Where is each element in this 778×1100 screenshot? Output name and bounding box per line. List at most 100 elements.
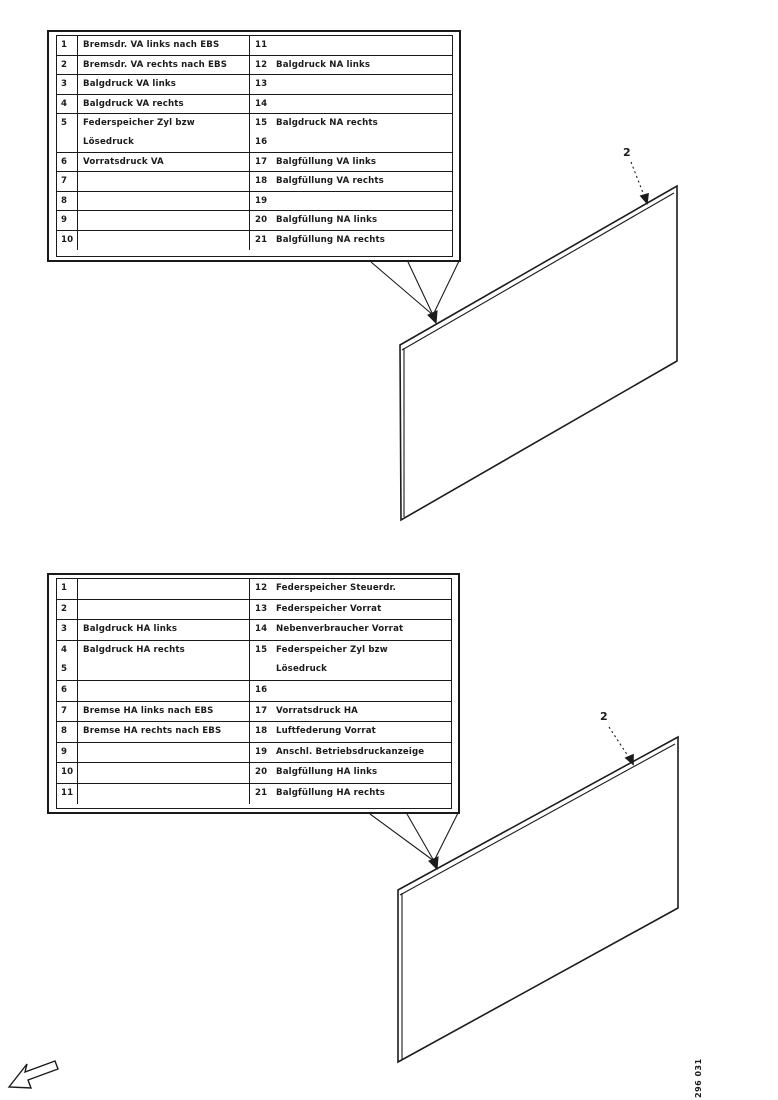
row-number: 15 xyxy=(255,118,268,129)
figure-code: 296 031 xyxy=(694,1058,703,1098)
row-number-cell: 7 xyxy=(57,172,78,191)
left-description-cell: Bremsdr. VA rechts nach EBS xyxy=(78,55,250,75)
row-number: 21 xyxy=(255,234,268,245)
table-row: 9 20 Balgfüllung NA links xyxy=(57,211,452,231)
row-number-cell: 1 xyxy=(57,579,78,599)
left-description-cell: Balgdruck HA rechts xyxy=(78,640,250,680)
description-text: Balgfüllung NA links xyxy=(276,215,378,226)
right-description-cell: 20 Balgfüllung NA links xyxy=(250,211,452,230)
description-text xyxy=(83,579,249,599)
callout-arrowhead-rear xyxy=(626,755,633,764)
row-number: 6 xyxy=(61,156,68,167)
description-text: Lösedruck xyxy=(276,664,327,675)
description-text: Balgdruck VA rechts xyxy=(83,98,184,109)
row-number: 4 xyxy=(61,644,68,655)
left-description-cell xyxy=(78,763,250,783)
row-number: 12 xyxy=(255,59,268,70)
row-number: 20 xyxy=(255,215,268,226)
left-description-cell: Bremsdr. VA links nach EBS xyxy=(78,36,250,55)
description-text xyxy=(276,192,452,211)
travel-direction-arrow-icon xyxy=(9,1061,58,1088)
description-text: Federspeicher Steuerdr. xyxy=(276,583,397,593)
left-description-cell xyxy=(78,599,250,620)
left-description-cell: Bremse HA links nach EBS xyxy=(78,701,250,722)
row-number-cell: 9 xyxy=(57,742,78,763)
right-entry: 19 xyxy=(250,192,452,211)
left-description-cell: Bremse HA rechts nach EBS xyxy=(78,722,250,742)
panel-callout-label-front: 2 xyxy=(623,146,631,159)
description-text: Anschl. Betriebsdruckanzeige xyxy=(276,746,425,757)
description-text xyxy=(83,172,249,191)
left-description-cell: Balgdruck VA rechts xyxy=(78,94,250,114)
row-number: 6 xyxy=(61,684,68,695)
description-text: Balgfüllung HA rechts xyxy=(276,787,386,798)
description-text: Balgdruck NA links xyxy=(276,59,371,70)
row-number: 20 xyxy=(255,767,268,778)
left-description-cell xyxy=(78,680,250,701)
leader-lines-front xyxy=(371,261,459,323)
left-description-cell xyxy=(78,211,250,230)
row-number: 19 xyxy=(255,195,268,206)
row-number: 16 xyxy=(255,136,268,147)
row-number: 3 xyxy=(61,79,68,90)
row-number: 12 xyxy=(255,583,268,593)
right-description-cell: 19 xyxy=(250,192,452,211)
row-number-cell: 10 xyxy=(57,763,78,783)
left-description-cell xyxy=(78,579,250,599)
callout-leader-front xyxy=(631,162,645,198)
row-number: 10 xyxy=(61,234,74,245)
description-text: Federspeicher Zyl bzw xyxy=(83,118,195,129)
callout-leader-rear xyxy=(609,727,630,759)
row-number: 8 xyxy=(61,195,68,206)
description-text: Balgfüllung HA links xyxy=(276,767,378,778)
description-text: Balgfüllung VA links xyxy=(276,156,377,167)
row-number-cell: 2 xyxy=(57,55,78,75)
right-description-cell: 13 xyxy=(250,75,452,94)
right-entry: 13 xyxy=(250,75,452,94)
row-number: 10 xyxy=(61,767,74,778)
row-number-cell: 4 xyxy=(57,94,78,114)
row-number: 17 xyxy=(255,705,268,716)
row-number: 5 xyxy=(61,664,68,675)
row-number: 13 xyxy=(255,79,268,90)
row-number: 18 xyxy=(255,726,268,737)
row-number: 16 xyxy=(255,684,268,695)
row-number: 15 xyxy=(255,644,268,655)
left-description-cell xyxy=(78,172,250,191)
row-number-cell: 7 xyxy=(57,701,78,722)
row-number-cell: 9 xyxy=(57,211,78,230)
row-number: 7 xyxy=(61,176,68,187)
row-number-cell: 10 xyxy=(57,230,78,250)
row-number-cell: 2 xyxy=(57,599,78,620)
description-text: Vorratsdruck VA xyxy=(83,156,164,167)
description-text xyxy=(276,36,452,55)
row-number-cell: 6 xyxy=(57,680,78,701)
row-number xyxy=(250,660,276,680)
right-entry: 16 xyxy=(250,133,452,152)
